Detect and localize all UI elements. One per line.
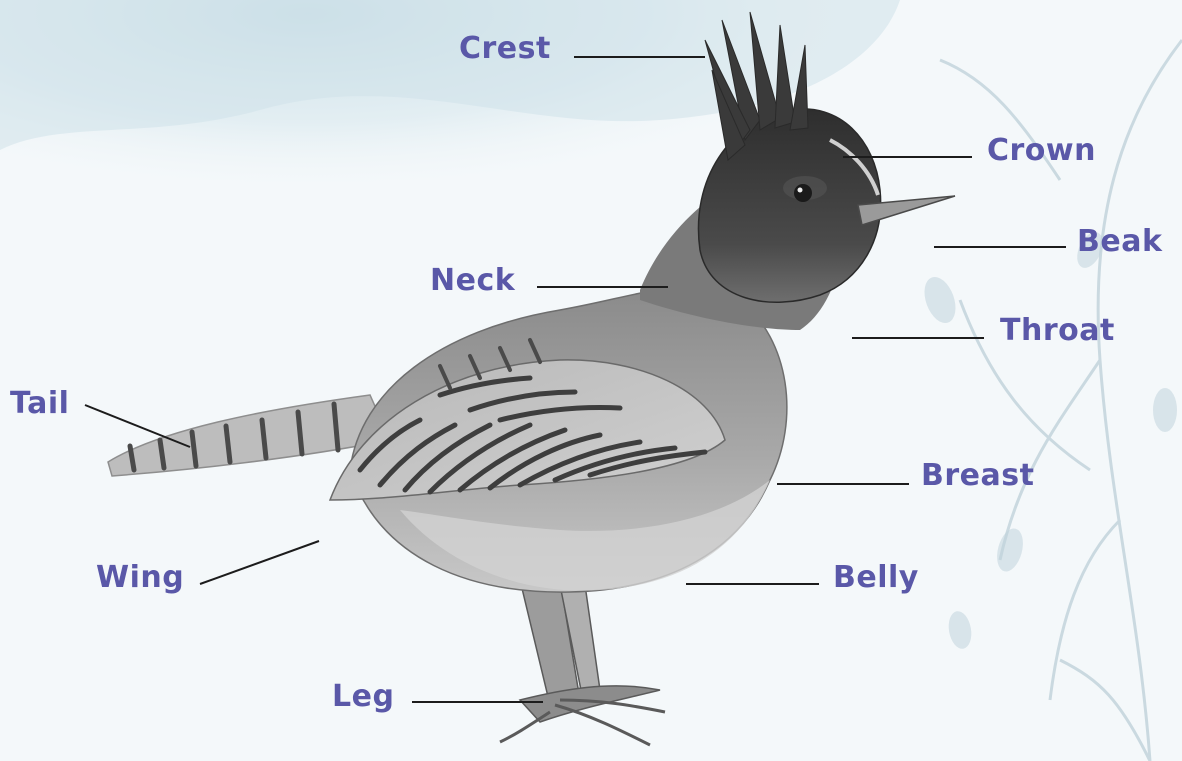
label-crown: Crown (987, 133, 1096, 169)
label-leg: Leg (332, 679, 394, 715)
label-crest: Crest (459, 31, 551, 67)
label-belly: Belly (833, 560, 919, 596)
label-throat: Throat (1000, 313, 1115, 349)
label-wing: Wing (96, 560, 184, 596)
label-beak: Beak (1077, 224, 1162, 260)
label-neck: Neck (430, 263, 515, 299)
label-tail: Tail (10, 386, 69, 422)
label-breast: Breast (921, 458, 1034, 494)
